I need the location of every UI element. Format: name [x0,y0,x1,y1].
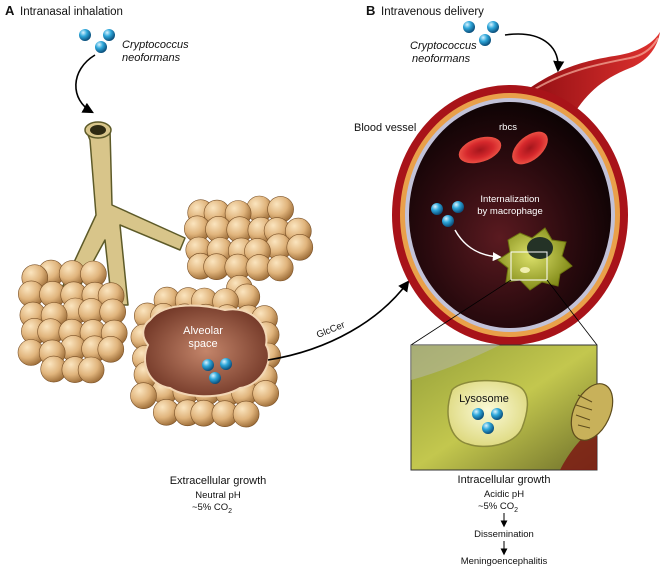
red-blood-cell-icon [512,131,548,165]
blood-vessel-label: Blood vessel [354,122,416,134]
zoom-line-right [546,279,598,346]
organism-label-a-line1: Cryptococcus [122,39,189,51]
yeast-cell-icon [479,34,491,46]
yeast-cell-icon [79,29,91,41]
lysosome [447,379,529,448]
phagosome [520,267,530,273]
trachea-lumen [90,125,106,135]
extracellular-growth-title: Extracellular growth [170,475,267,487]
inhalation-arrow [75,54,96,114]
yeast-cell-icon [491,408,503,420]
panel-a-title: Intranasal inhalation [20,6,123,18]
internalization-label-line1: Internalization [480,194,539,205]
panel-b-letter: B [366,3,375,18]
panel-b-title: Intravenous delivery [381,6,484,18]
dissemination-label: Dissemination [474,529,534,540]
organism-label-b-line1: Cryptococcus [410,40,477,52]
extracellular-ph: Neutral pH [195,490,241,501]
organism-label-a-line2: neoformans [122,52,181,64]
yeast-cell-icon [482,422,494,434]
intracellular-co2: ~5% CO2 [478,501,518,514]
alveolus-icon [130,382,157,410]
yeast-cell-icon [431,203,443,215]
yeast-cell-icon [442,215,454,227]
yeast-cluster-b [463,21,499,46]
zoom-line-left [410,279,512,346]
glccer-arrow [267,280,410,361]
mitochondrion-icon [570,383,614,441]
zoom-panel: Lysosome [410,344,614,471]
yeast-cell-icon [487,21,499,33]
intracellular-co2-sub: 2 [514,507,518,514]
zoom-panel-corner [411,345,500,380]
extracellular-co2-sub: 2 [228,508,232,515]
organism-label-b-line2: neoformans [412,53,471,65]
glccer-label: GlcCer [315,320,347,341]
alveolus-icon [97,335,125,363]
yeast-in-alveoli [202,358,232,384]
alveolus-icon [252,380,280,407]
yeast-cell-icon [103,29,115,41]
red-blood-cells [458,131,548,165]
rbc-label: rbcs [499,122,517,133]
yeast-cell-icon [220,358,232,370]
alveolus-icon [286,234,314,261]
internalization-arrow [454,229,502,262]
alveolar-label-line1: Alveolar [183,325,223,337]
yeast-cell-icon [209,372,221,384]
yeast-in-vessel [431,201,464,227]
vessel-tail-highlight [529,37,659,93]
meningoencephalitis-label: Meningoencephalitis [461,556,548,567]
intravenous-arrow [504,33,565,73]
zoom-region [510,251,548,281]
internalization-label-line2: by macrophage [477,206,542,217]
yeast-cell-icon [452,201,464,213]
intracellular-co2-text: ~5% CO [478,501,514,512]
intracellular-growth-title: Intracellular growth [458,474,551,486]
macrophage-body [497,227,573,291]
yeast-cell-icon [463,21,475,33]
alveolar-space [142,304,270,398]
red-blood-cell-icon [458,136,502,164]
extracellular-co2-text: ~5% CO [192,502,228,513]
macrophage-nucleus [527,237,553,259]
extracellular-co2: ~5% CO2 [192,502,232,515]
yeast-cell-icon [472,408,484,420]
panel-a-letter: A [5,3,15,18]
alveolus-icon [77,356,105,384]
lysosome-label: Lysosome [459,393,509,405]
intracellular-ph: Acidic pH [484,489,524,500]
alveolar-label-line2: space [188,338,217,350]
yeast-cell-icon [95,41,107,53]
alveolus-icon [266,254,294,282]
yeast-cluster-a [79,29,115,53]
yeast-cell-icon [202,359,214,371]
alveolus-icon [232,400,260,428]
